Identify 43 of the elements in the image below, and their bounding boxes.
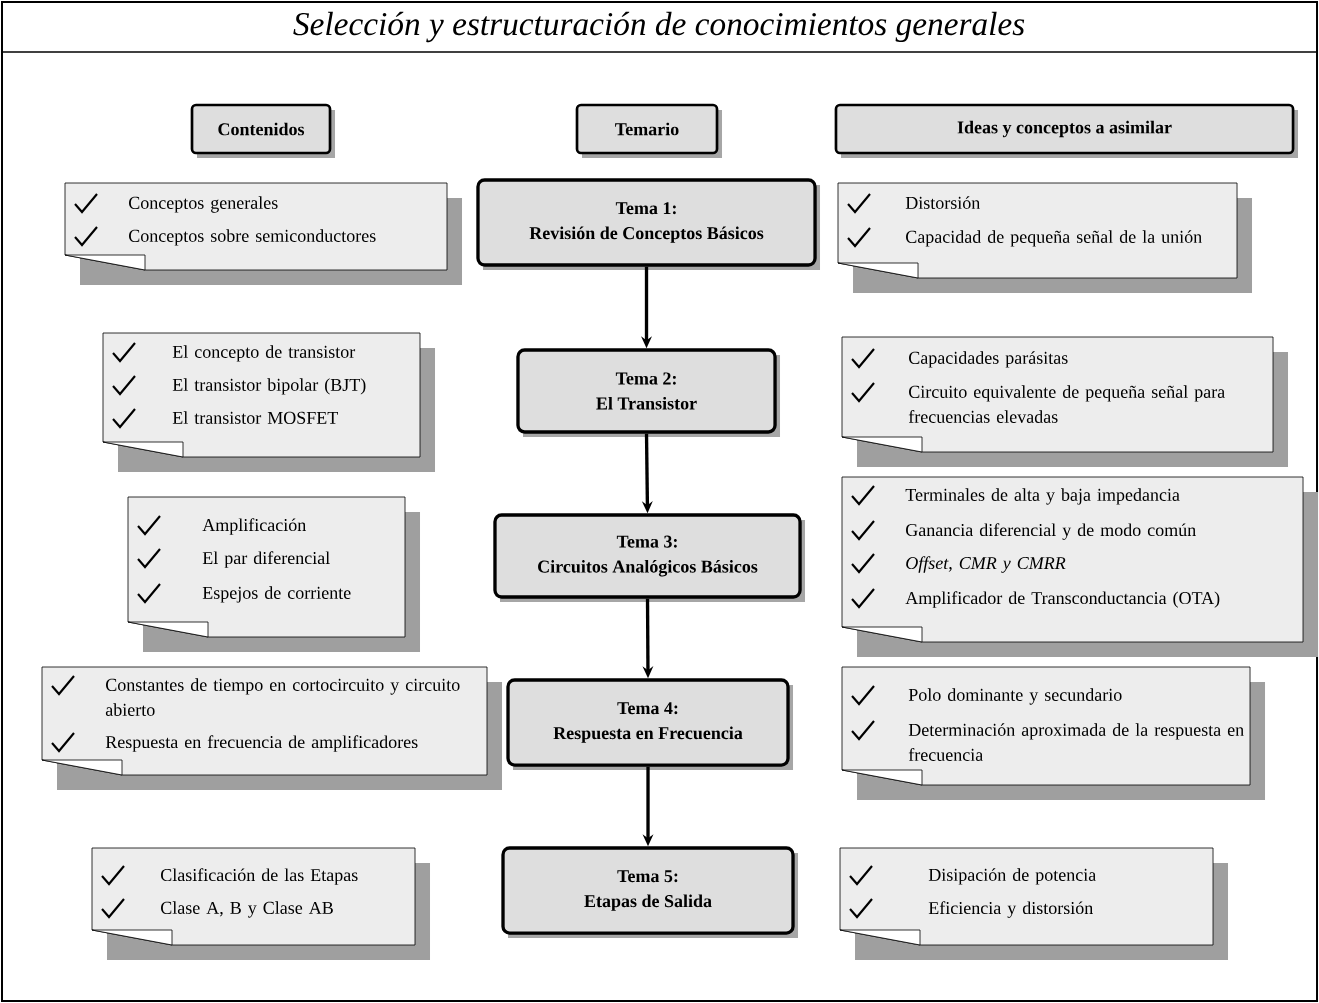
note-card (841, 336, 1288, 467)
list-item: Clase A, B y Clase AB (161, 901, 333, 918)
list-item: Ganancia diferencial y de modo común (906, 523, 1196, 540)
topic-box: Tema 4: Respuesta en Frecuencia (506, 678, 793, 770)
list-item: Eficiencia y distorsión (928, 901, 1093, 918)
note-card (91, 847, 430, 960)
list-item: Clasificación de las Etapas (161, 868, 358, 885)
note-card (64, 182, 462, 285)
note-card (102, 332, 435, 472)
list-item: Conceptos generales (129, 196, 278, 213)
topic-box: Tema 5: Etapas de Salida (501, 846, 798, 938)
list-item: Terminales de alta y baja impedancia (905, 488, 1180, 505)
list-item: Determinación aproximada de la respuesta en frecuencia (908, 723, 1244, 761)
list-item: Offset, CMR y CMRR (906, 556, 1066, 573)
list-item: Capacidades parásitas (909, 351, 1068, 368)
list-item: Disipación de potencia (928, 868, 1096, 885)
list-item: El transistor bipolar (BJT) (172, 378, 366, 395)
list-item: El concepto de transistor (172, 345, 356, 362)
topic-box: Tema 3: Circuitos Analógicos Básicos (493, 513, 805, 602)
note-card (839, 847, 1228, 960)
list-item: Constantes de tiempo en cortocircuito y circuito abierto (105, 678, 460, 716)
topic-box: Tema 1: Revisión de Conceptos Básicos (476, 178, 820, 270)
list-item: Polo dominante y secundario (908, 688, 1122, 705)
list-item: El par diferencial (202, 551, 330, 568)
header-box: Ideas y conceptos a asimilar (834, 103, 1298, 158)
header-box: Temario (575, 103, 722, 158)
list-item: Conceptos sobre semiconductores (129, 229, 376, 246)
list-item: Capacidad de pequeña señal de la unión (906, 230, 1202, 247)
note-card (41, 666, 502, 790)
list-item: El transistor MOSFET (172, 411, 338, 424)
note-card (841, 476, 1318, 657)
note-card (837, 182, 1252, 293)
title: Selección y estructuración de conocimientos generales (293, 11, 1025, 43)
note-card (127, 496, 420, 652)
list-item: Distorsión (905, 196, 980, 209)
list-item: Respuesta en frecuencia de amplificadores (105, 735, 418, 752)
header-box: Contenidos (190, 103, 335, 158)
note-card (841, 666, 1265, 800)
list-item: Espejos de corriente (202, 586, 351, 603)
list-item: Amplificación (202, 518, 306, 535)
list-item: Circuito equivalente de pequeña señal para frecuencias elevadas (908, 385, 1225, 423)
list-item: Amplificador de Transconductancia (OTA) (905, 591, 1220, 608)
topic-box: Tema 2: El Transistor (516, 348, 780, 437)
